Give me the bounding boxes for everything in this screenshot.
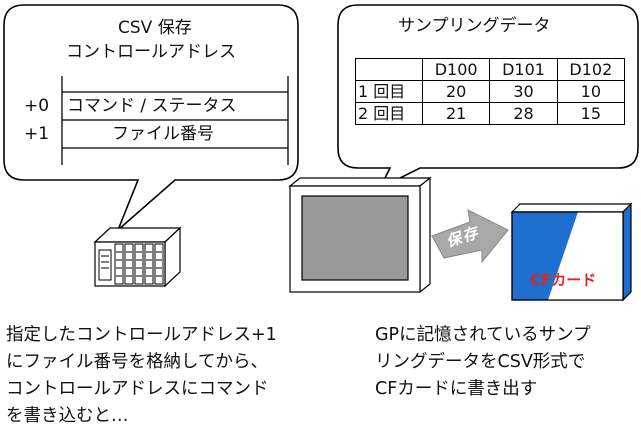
cf-card-label: CFカード bbox=[530, 271, 597, 289]
table-header-row: D100 D101 D102 bbox=[355, 58, 626, 81]
address-offset-1: +1 bbox=[24, 124, 50, 144]
sampling-data-table: D100 D101 D102 1 回目 20 30 10 2 回目 21 28 … bbox=[355, 58, 626, 125]
table-header-cell: D100 bbox=[421, 58, 491, 81]
address-table-lines bbox=[61, 76, 289, 165]
csv-save-title: CSV 保存 bbox=[118, 18, 192, 38]
table-cell: 20 bbox=[421, 80, 491, 103]
cf-card bbox=[510, 202, 633, 302]
description-right-line: GPに記憶されているサンプ bbox=[375, 325, 591, 345]
control-address-title: コントロールアドレス bbox=[66, 42, 236, 62]
table-cell: 15 bbox=[556, 102, 626, 125]
table-row-label: 1 回目 bbox=[355, 80, 423, 103]
description-left-line: にファイル番号を格納してから、 bbox=[6, 352, 268, 372]
description-left-line: を書き込むと… bbox=[6, 406, 129, 426]
plc-device bbox=[93, 226, 182, 288]
description-left-line: コントロールアドレスにコマンド bbox=[6, 379, 269, 399]
table-cell: 30 bbox=[489, 80, 558, 103]
gp-display-unit bbox=[288, 176, 432, 294]
table-cell: 28 bbox=[489, 102, 558, 125]
description-right-line: リングデータをCSV形式で bbox=[375, 352, 586, 372]
table-row: 1 回目 20 30 10 bbox=[355, 80, 626, 103]
table-row: 2 回目 21 28 15 bbox=[355, 102, 626, 125]
description-right-line: CFカードに書き出す bbox=[375, 379, 538, 399]
table-cell: 21 bbox=[421, 102, 491, 125]
table-header-cell bbox=[355, 58, 423, 81]
table-header-cell: D101 bbox=[489, 58, 558, 81]
save-arrow bbox=[431, 209, 509, 264]
address-offset-0: +0 bbox=[24, 96, 50, 116]
description-right: GPに記憶されているサンプ リングデータをCSV形式で CFカードに書き出す bbox=[375, 322, 591, 403]
description-left-line: 指定したコントロールアドレス+1 bbox=[6, 325, 277, 345]
gp-screen bbox=[301, 195, 409, 281]
table-header-cell: D102 bbox=[556, 58, 626, 81]
sampling-data-title: サンプリングデータ bbox=[398, 16, 551, 36]
address-label-file-number: ファイル番号 bbox=[112, 124, 214, 144]
description-left: 指定したコントロールアドレス+1 にファイル番号を格納してから、 コントロールア… bbox=[6, 322, 277, 430]
table-cell: 10 bbox=[556, 80, 626, 103]
table-row-label: 2 回目 bbox=[355, 102, 423, 125]
address-label-command-status: コマンド / ステータス bbox=[67, 96, 237, 116]
left-callout-bubble bbox=[3, 4, 299, 231]
